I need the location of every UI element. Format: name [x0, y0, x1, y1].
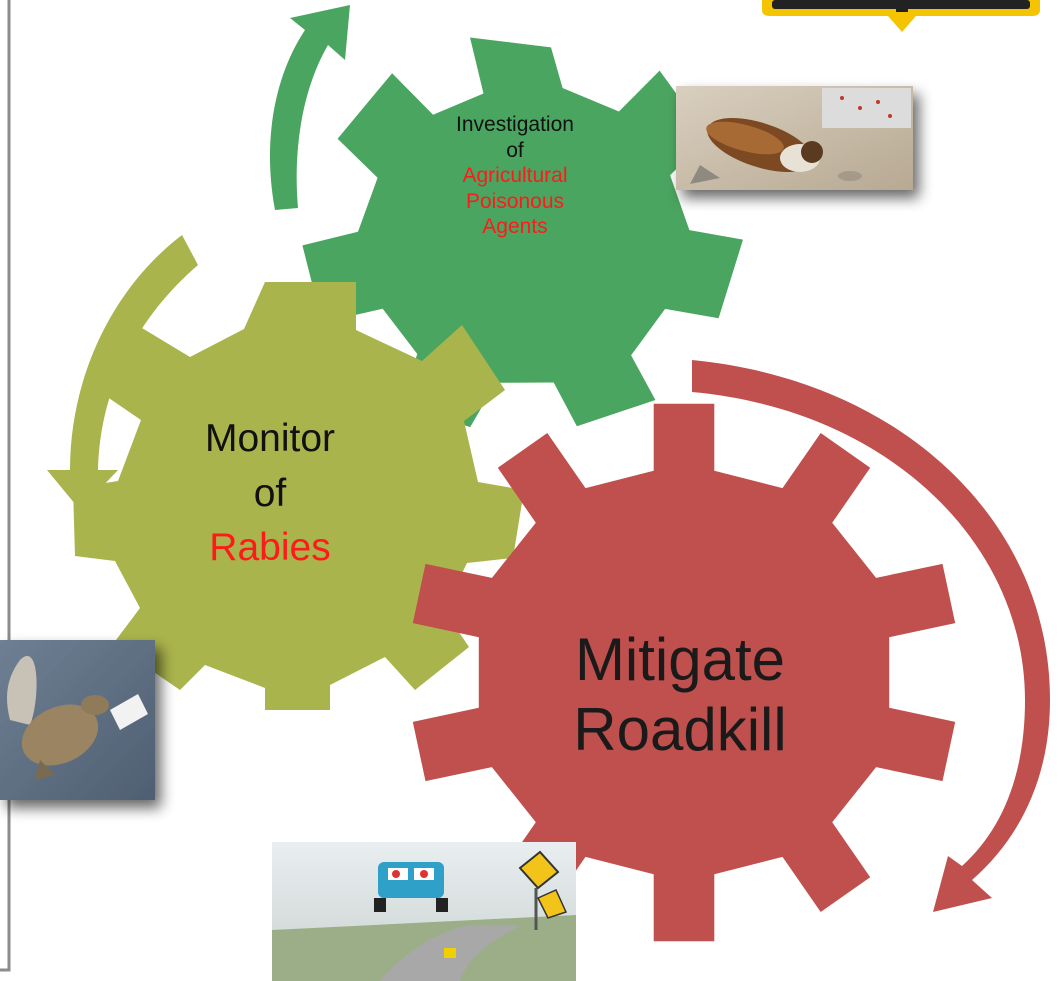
investigation-line-4: Poisonous [465, 189, 565, 213]
mitigate-line-1: Mitigate [574, 626, 786, 693]
investigation-line-2: of [506, 138, 524, 162]
monitor-line-1: Monitor [204, 417, 336, 460]
monitor-gear-label: Monitor of Rabies [170, 412, 370, 576]
mitigate-gear-label: Mitigate Roadkill [520, 625, 840, 764]
olive-cycle-arrow [47, 235, 198, 510]
mitigate-line-2: Roadkill [573, 695, 787, 763]
red-cycle-arrow [692, 360, 1050, 912]
investigation-gear [302, 37, 743, 428]
investigation-line-1: Investigation [456, 113, 574, 136]
mitigate-gear [412, 403, 956, 942]
frame-border [0, 0, 11, 972]
investigation-line-5: Agents [482, 215, 548, 239]
dead-sparrow-photo [676, 86, 913, 190]
investigation-gear-label: Investigation of Agricultural Poisonous … [410, 112, 620, 240]
dead-squirrel-photo [0, 640, 155, 800]
investigation-line-3: Agricultural [462, 164, 568, 188]
monitor-gear [73, 282, 524, 710]
monitor-line-3: Rabies [209, 526, 331, 570]
green-cycle-arrow [269, 5, 350, 210]
monitor-line-2: of [253, 471, 287, 515]
yellow-warning-sign [762, 0, 1040, 32]
roadkill-drawing-photo [272, 842, 576, 981]
